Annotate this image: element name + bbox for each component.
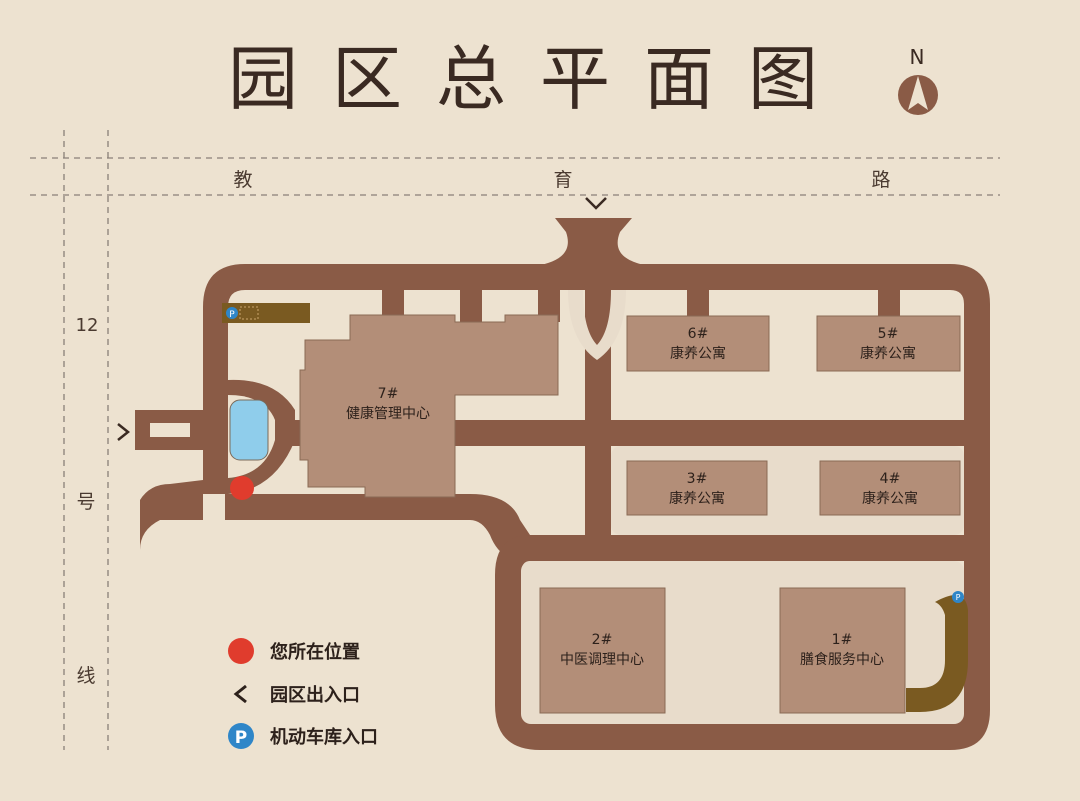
legend-parking-label: 机动车库入口 (270, 726, 378, 748)
building-4-name: 康养公寓 (862, 490, 918, 507)
entrance-top-chevron-icon[interactable] (585, 197, 607, 210)
water-feature (229, 399, 269, 461)
legend-you-are-here-icon (228, 638, 254, 664)
parking-icon (952, 591, 964, 603)
building-4-number: 4# (880, 471, 901, 487)
building-4[interactable] (819, 460, 961, 516)
building-6-number: 6# (688, 326, 709, 342)
svg-text:P: P (235, 728, 247, 748)
building-3-name: 康养公寓 (669, 490, 725, 507)
building-5-name: 康养公寓 (860, 345, 916, 362)
building-6[interactable] (626, 315, 770, 372)
building-5[interactable] (816, 315, 961, 372)
parking-entrance-bottom-right[interactable]: P (906, 591, 968, 712)
svg-text:P: P (229, 310, 235, 320)
road-label-left-num: 12 (76, 315, 99, 336)
building-3-number: 3# (687, 471, 708, 487)
building-1-name: 膳食服务中心 (800, 651, 884, 668)
building-5-number: 5# (878, 326, 899, 342)
building-1[interactable] (779, 587, 906, 714)
legend: 您所在位置 园区出入口 P 机动车库入口 (228, 638, 378, 749)
parking-icon (226, 307, 238, 319)
building-2-number: 2# (592, 632, 613, 648)
building-7-number: 7# (378, 386, 399, 402)
legend-entrance-label: 园区出入口 (270, 684, 360, 706)
entrance-left-chevron-icon[interactable] (117, 423, 131, 441)
road-label-left-2: 线 (76, 665, 95, 687)
road-label-top-2: 育 (553, 169, 572, 191)
parking-entrance-top-left[interactable]: P (222, 303, 310, 323)
road-label-top-1: 教 (233, 169, 252, 191)
compass-letter: N (910, 45, 925, 69)
road-label-left-1: 号 (76, 491, 95, 513)
road-network (135, 218, 990, 750)
building-2-name: 中医调理中心 (560, 652, 644, 668)
map-title: 园区总平面图 (228, 38, 852, 120)
road-label-top-3: 路 (871, 169, 890, 191)
road-boundaries (30, 130, 1000, 750)
building-1-number: 1# (832, 632, 853, 648)
building-2[interactable] (539, 587, 666, 714)
legend-you-are-here-label: 您所在位置 (270, 641, 360, 663)
svg-text:P: P (956, 593, 961, 602)
legend-entrance-chevron-icon (233, 684, 247, 704)
north-arrow-icon: N (898, 45, 938, 115)
you-are-here-marker (230, 476, 254, 500)
building-7[interactable] (299, 314, 559, 498)
building-3[interactable] (626, 460, 768, 516)
building-7-name: 健康管理中心 (346, 405, 430, 422)
legend-parking-icon (228, 723, 254, 749)
building-6-name: 康养公寓 (670, 345, 726, 362)
